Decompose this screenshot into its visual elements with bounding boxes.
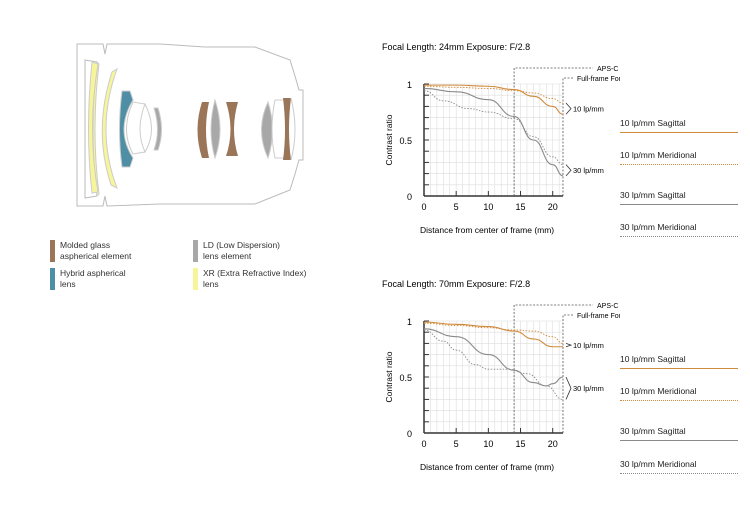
bracket-10-lpmm: [565, 102, 572, 115]
molded-glass-swatch: [50, 240, 55, 262]
legend-10-lp-mm-meridional: 10 lp/mm Meridional: [620, 150, 738, 165]
y-tick-label: 1: [407, 317, 412, 327]
annotation-10-lpmm: 10 lp/mm: [573, 105, 604, 114]
annotation-30-lpmm: 30 lp/mm: [573, 166, 604, 175]
x-tick-label: 15: [516, 439, 526, 449]
annotation-30-lpmm: 30 lp/mm: [573, 384, 604, 393]
x-tick-label: 0: [421, 439, 426, 449]
hybrid-swatch: [50, 268, 55, 290]
full-frame-format-label: Full-frame Format: [577, 313, 620, 320]
y-tick-label: 1: [407, 80, 412, 90]
y-axis-label: Contrast ratio: [384, 351, 394, 402]
series-line-10-lp-mm-sagittal: [424, 84, 564, 115]
chart-title: Focal Length: 70mm Exposure: F/2.8: [382, 279, 530, 289]
x-tick-label: 20: [548, 202, 558, 212]
x-tick-label: 15: [516, 202, 526, 212]
lens-cross-section-diagram: [76, 43, 304, 207]
x-tick-label: 10: [483, 202, 493, 212]
legend-10-lp-mm-meridional: 10 lp/mm Meridional: [620, 386, 738, 401]
bracket-30-lpmm: [565, 376, 572, 400]
series-line-30-lp-mm-meridional: [423, 329, 564, 400]
x-tick-label: 10: [483, 439, 493, 449]
apsc-format-marker: [513, 304, 593, 433]
x-tick-label: 5: [454, 439, 459, 449]
legend-30-lp-mm-meridional: 30 lp/mm Meridional: [620, 459, 738, 474]
annotation-10-lpmm: 10 lp/mm: [573, 341, 604, 350]
legend-ld: LD (Low Dispersion)lens element: [203, 240, 280, 261]
y-tick-label: 0.5: [399, 373, 412, 383]
chart-title: Focal Length: 24mm Exposure: F/2.8: [382, 42, 530, 52]
series-line-30-lp-mm-sagittal: [423, 328, 564, 387]
y-axis-label: Contrast ratio: [384, 114, 394, 165]
apsc-format-marker: [513, 67, 593, 196]
xr-swatch: [193, 268, 198, 290]
full-frame-format-marker: [562, 77, 573, 196]
x-tick-label: 5: [454, 202, 459, 212]
legend-10-lp-mm-sagittal: 10 lp/mm Sagittal: [620, 118, 738, 133]
legend-30-lp-mm-sagittal: 30 lp/mm Sagittal: [620, 426, 738, 441]
x-tick-label: 0: [421, 202, 426, 212]
legend-xr: XR (Extra Refractive Index)lens: [203, 268, 307, 289]
legend-10-lp-mm-sagittal: 10 lp/mm Sagittal: [620, 354, 738, 369]
full-frame-format-marker: [562, 314, 573, 433]
y-tick-label: 0.5: [399, 136, 412, 146]
series-line-10-lp-mm-meridional: [423, 85, 564, 104]
full-frame-format-label: Full-frame Format: [577, 76, 620, 83]
bracket-10-lpmm: [565, 343, 573, 348]
x-tick-label: 20: [548, 439, 558, 449]
legend-30-lp-mm-sagittal: 30 lp/mm Sagittal: [620, 190, 738, 205]
series-line-30-lp-mm-meridional: [423, 90, 564, 166]
apsc-format-label: APS-C Format: [597, 66, 620, 73]
ld-swatch: [193, 240, 198, 262]
y-tick-label: 0: [407, 429, 412, 439]
x-axis-label: Distance from center of frame (mm): [420, 462, 554, 472]
series-line-10-lp-mm-meridional: [423, 322, 564, 344]
series-line-10-lp-mm-sagittal: [423, 321, 563, 348]
y-tick-label: 0: [407, 192, 412, 202]
bracket-30-lpmm: [565, 164, 572, 177]
x-axis-label: Distance from center of frame (mm): [420, 225, 554, 235]
legend-30-lp-mm-meridional: 30 lp/mm Meridional: [620, 222, 738, 237]
series-line-30-lp-mm-sagittal: [423, 87, 564, 177]
apsc-format-label: APS-C Format: [597, 303, 620, 310]
